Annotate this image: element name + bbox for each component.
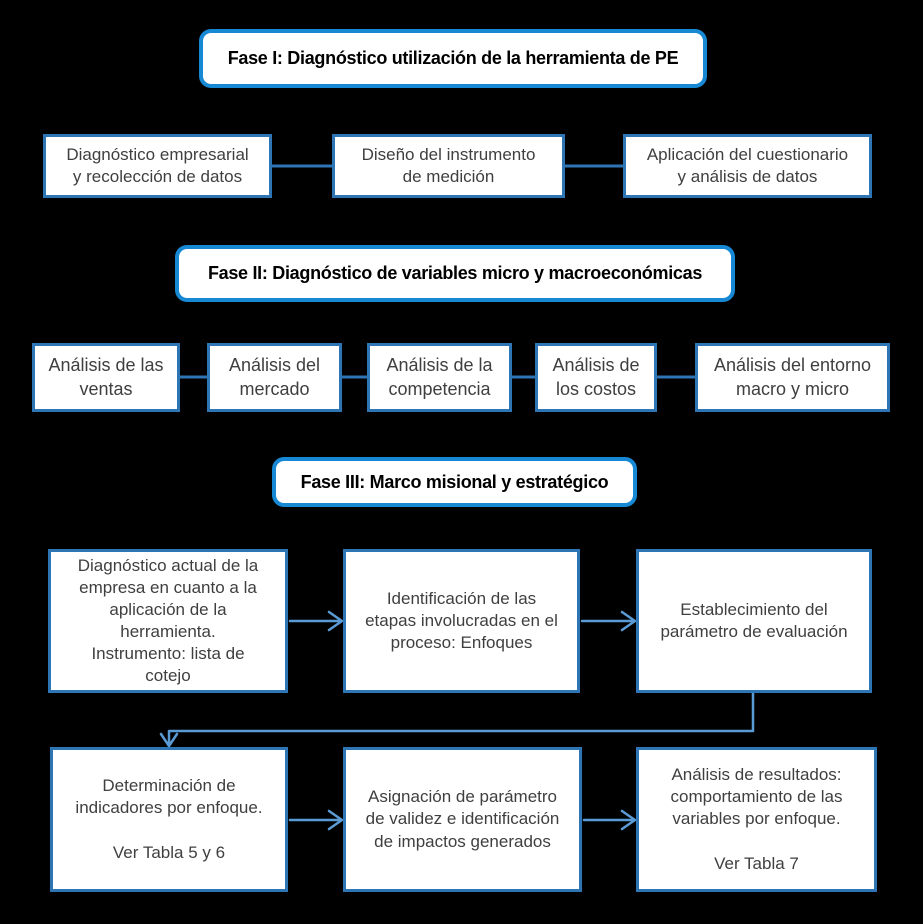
step-analisis-entorno: Análisis del entorno macro y micro <box>695 343 890 412</box>
step-identificacion-etapas: Identificación de las etapas involucrada… <box>343 549 580 693</box>
step-aplicacion-cuestionario: Aplicación del cuestionario y análisis d… <box>623 134 872 198</box>
elbow-connector <box>167 691 755 745</box>
phase2-header: Fase II: Diagnóstico de variables micro … <box>175 245 735 302</box>
step-analisis-costos: Análisis de los costos <box>535 343 657 412</box>
arrowhead-phase3-row1-2 <box>620 610 637 632</box>
step-establecimiento-parametro: Establecimiento del parámetro de evaluac… <box>636 549 872 693</box>
elbow-arrowhead <box>159 732 179 748</box>
step-diseno-instrumento: Diseño del instrumento de medición <box>332 134 565 198</box>
step-analisis-resultados: Análisis de resultados: comportamiento d… <box>636 747 877 892</box>
phase1-header: Fase I: Diagnóstico utilización de la he… <box>199 29 707 88</box>
step-analisis-mercado: Análisis del mercado <box>207 343 342 412</box>
step-analisis-competencia: Análisis de la competencia <box>367 343 512 412</box>
step-asignacion-parametro: Asignación de parámetro de validez e ide… <box>343 747 582 892</box>
arrowhead-phase3-row1-1 <box>327 610 344 632</box>
phase3-header: Fase III: Marco misional y estratégico <box>272 457 637 507</box>
step-diagnostico-empresarial: Diagnóstico empresarial y recolección de… <box>43 134 272 198</box>
step-analisis-ventas: Análisis de las ventas <box>32 343 180 412</box>
arrowhead-phase3-row2-2 <box>620 809 637 831</box>
step-diagnostico-actual: Diagnóstico actual de la empresa en cuan… <box>48 549 288 693</box>
step-determinacion-indicadores: Determinación de indicadores por enfoque… <box>50 747 288 892</box>
arrowhead-phase3-row2-1 <box>327 809 344 831</box>
